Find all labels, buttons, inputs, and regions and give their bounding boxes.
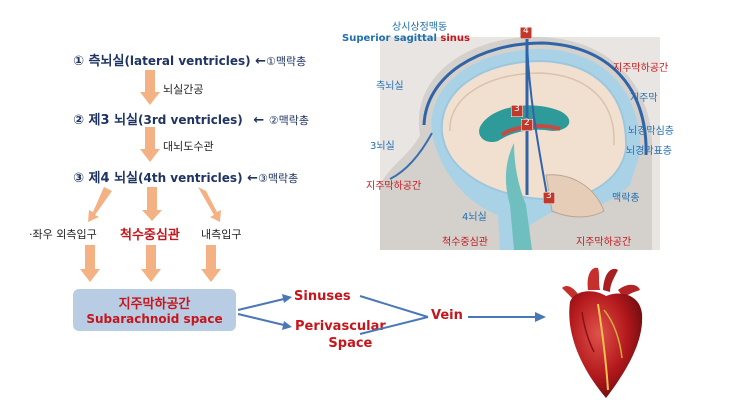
arrow-down-2: [140, 127, 160, 162]
label-third-ventricle: 3뇌실: [370, 141, 395, 152]
label-sss-english: Superior sagittal sinus: [342, 33, 470, 44]
step-3-arrow: ←: [247, 171, 258, 186]
arrows-diverging: [88, 187, 221, 222]
step-third-ventricle: ② 제3 뇌실(3rd ventricles) ← ②맥락총: [73, 109, 309, 128]
badge-3a: [511, 105, 523, 117]
heart-illustration: [562, 267, 643, 398]
arrow-down-1: [140, 70, 160, 105]
badge-4-text: 4: [523, 26, 529, 36]
step-1-number: ①: [73, 54, 85, 69]
label-choroid-plexus: 맥락총: [612, 193, 640, 204]
label-sas-top: 지주막하공간: [613, 63, 669, 74]
label-sss-korean: 상시상정맥동: [392, 22, 448, 33]
connector-foramen: 뇌실간공: [163, 83, 204, 96]
arrow-diag-left: [88, 187, 112, 222]
step-1-plexus: ①맥락총: [266, 55, 307, 68]
brain-diagram: 4 3 2 3 상시상정맥동 Superior sagittal sinus 지…: [342, 15, 674, 250]
step-3-name: 제4 뇌실: [88, 171, 138, 186]
vein-label: Vein: [431, 308, 463, 323]
outlet-lateral-apertures: ·좌우 외측입구: [29, 228, 97, 241]
label-sss-english-sinus: sinus: [440, 33, 470, 44]
label-dura-outer: 뇌경막표층: [626, 146, 672, 157]
step-1-english: (lateral ventricles): [124, 54, 251, 68]
badge-3b: [543, 192, 555, 204]
step-lateral-ventricle: ① 측뇌실(lateral ventricles) ←①맥락총: [73, 50, 306, 69]
badge-3b-text: 3: [546, 191, 552, 201]
arrow-down-right: [201, 245, 221, 282]
sas-korean: 지주막하공간: [118, 297, 191, 312]
arrows-down-to-sas: [80, 245, 221, 282]
perivascular-line-1: Perivascular: [295, 319, 386, 334]
step-2-english: (3rd ventricles): [138, 113, 243, 127]
label-arachnoid: 지주막: [630, 93, 658, 104]
connector-aqueduct: 대뇌도수관: [163, 140, 214, 153]
outlet-central-canal: 척수중심관: [120, 228, 180, 243]
badge-3a-text: 3: [514, 104, 520, 114]
perivascular-space-label: Perivascular Space: [295, 318, 386, 352]
step-3-number: ③: [73, 171, 85, 186]
step-1-arrow: ←: [255, 54, 267, 69]
brain-illustration: [380, 15, 660, 250]
subarachnoid-space-box: 지주막하공간 Subarachnoid space: [73, 289, 236, 331]
perivascular-line-2: Space: [328, 336, 373, 351]
step-fourth-ventricle: ③ 제4 뇌실(4th ventricles) ←③맥락총: [73, 167, 298, 186]
arrow-to-heart: [468, 312, 546, 322]
label-sas-bottom: 지주막하공간: [576, 237, 632, 248]
sinuses-label: Sinuses: [294, 289, 351, 304]
badge-2-text: 2: [524, 118, 530, 128]
label-fourth-ventricle: 4뇌실: [462, 212, 487, 223]
step-2-plexus: ②맥락총: [268, 114, 309, 127]
arrows-to-vein: [359, 295, 429, 335]
step-3-plexus: ③맥락총: [258, 172, 299, 185]
step-2-name: 제3 뇌실: [88, 113, 138, 128]
badge-4: [520, 27, 532, 39]
label-lateral-ventricle: 측뇌실: [376, 81, 404, 92]
step-2-arrow: ←: [253, 113, 265, 128]
arrow-down-middle: [141, 245, 161, 282]
label-sas-left: 지주막하공간: [366, 181, 422, 192]
label-sss-english-main: Superior sagittal: [342, 33, 437, 44]
arrow-down-center: [142, 187, 162, 221]
arrows-to-sinuses-perivascular: [237, 294, 292, 330]
outlet-median-aperture: 내측입구: [201, 228, 242, 241]
arrow-down-left: [80, 245, 100, 282]
sas-english: Subarachnoid space: [86, 312, 223, 326]
step-1-name: 측뇌실: [88, 54, 125, 69]
arrow-diag-right: [198, 187, 221, 222]
label-dura-inner: 뇌경막심층: [628, 126, 674, 137]
step-3-english: (4th ventricles): [138, 171, 243, 185]
label-central-canal: 척수중심관: [442, 237, 488, 248]
badge-2: [521, 119, 533, 131]
step-2-number: ②: [73, 113, 85, 128]
